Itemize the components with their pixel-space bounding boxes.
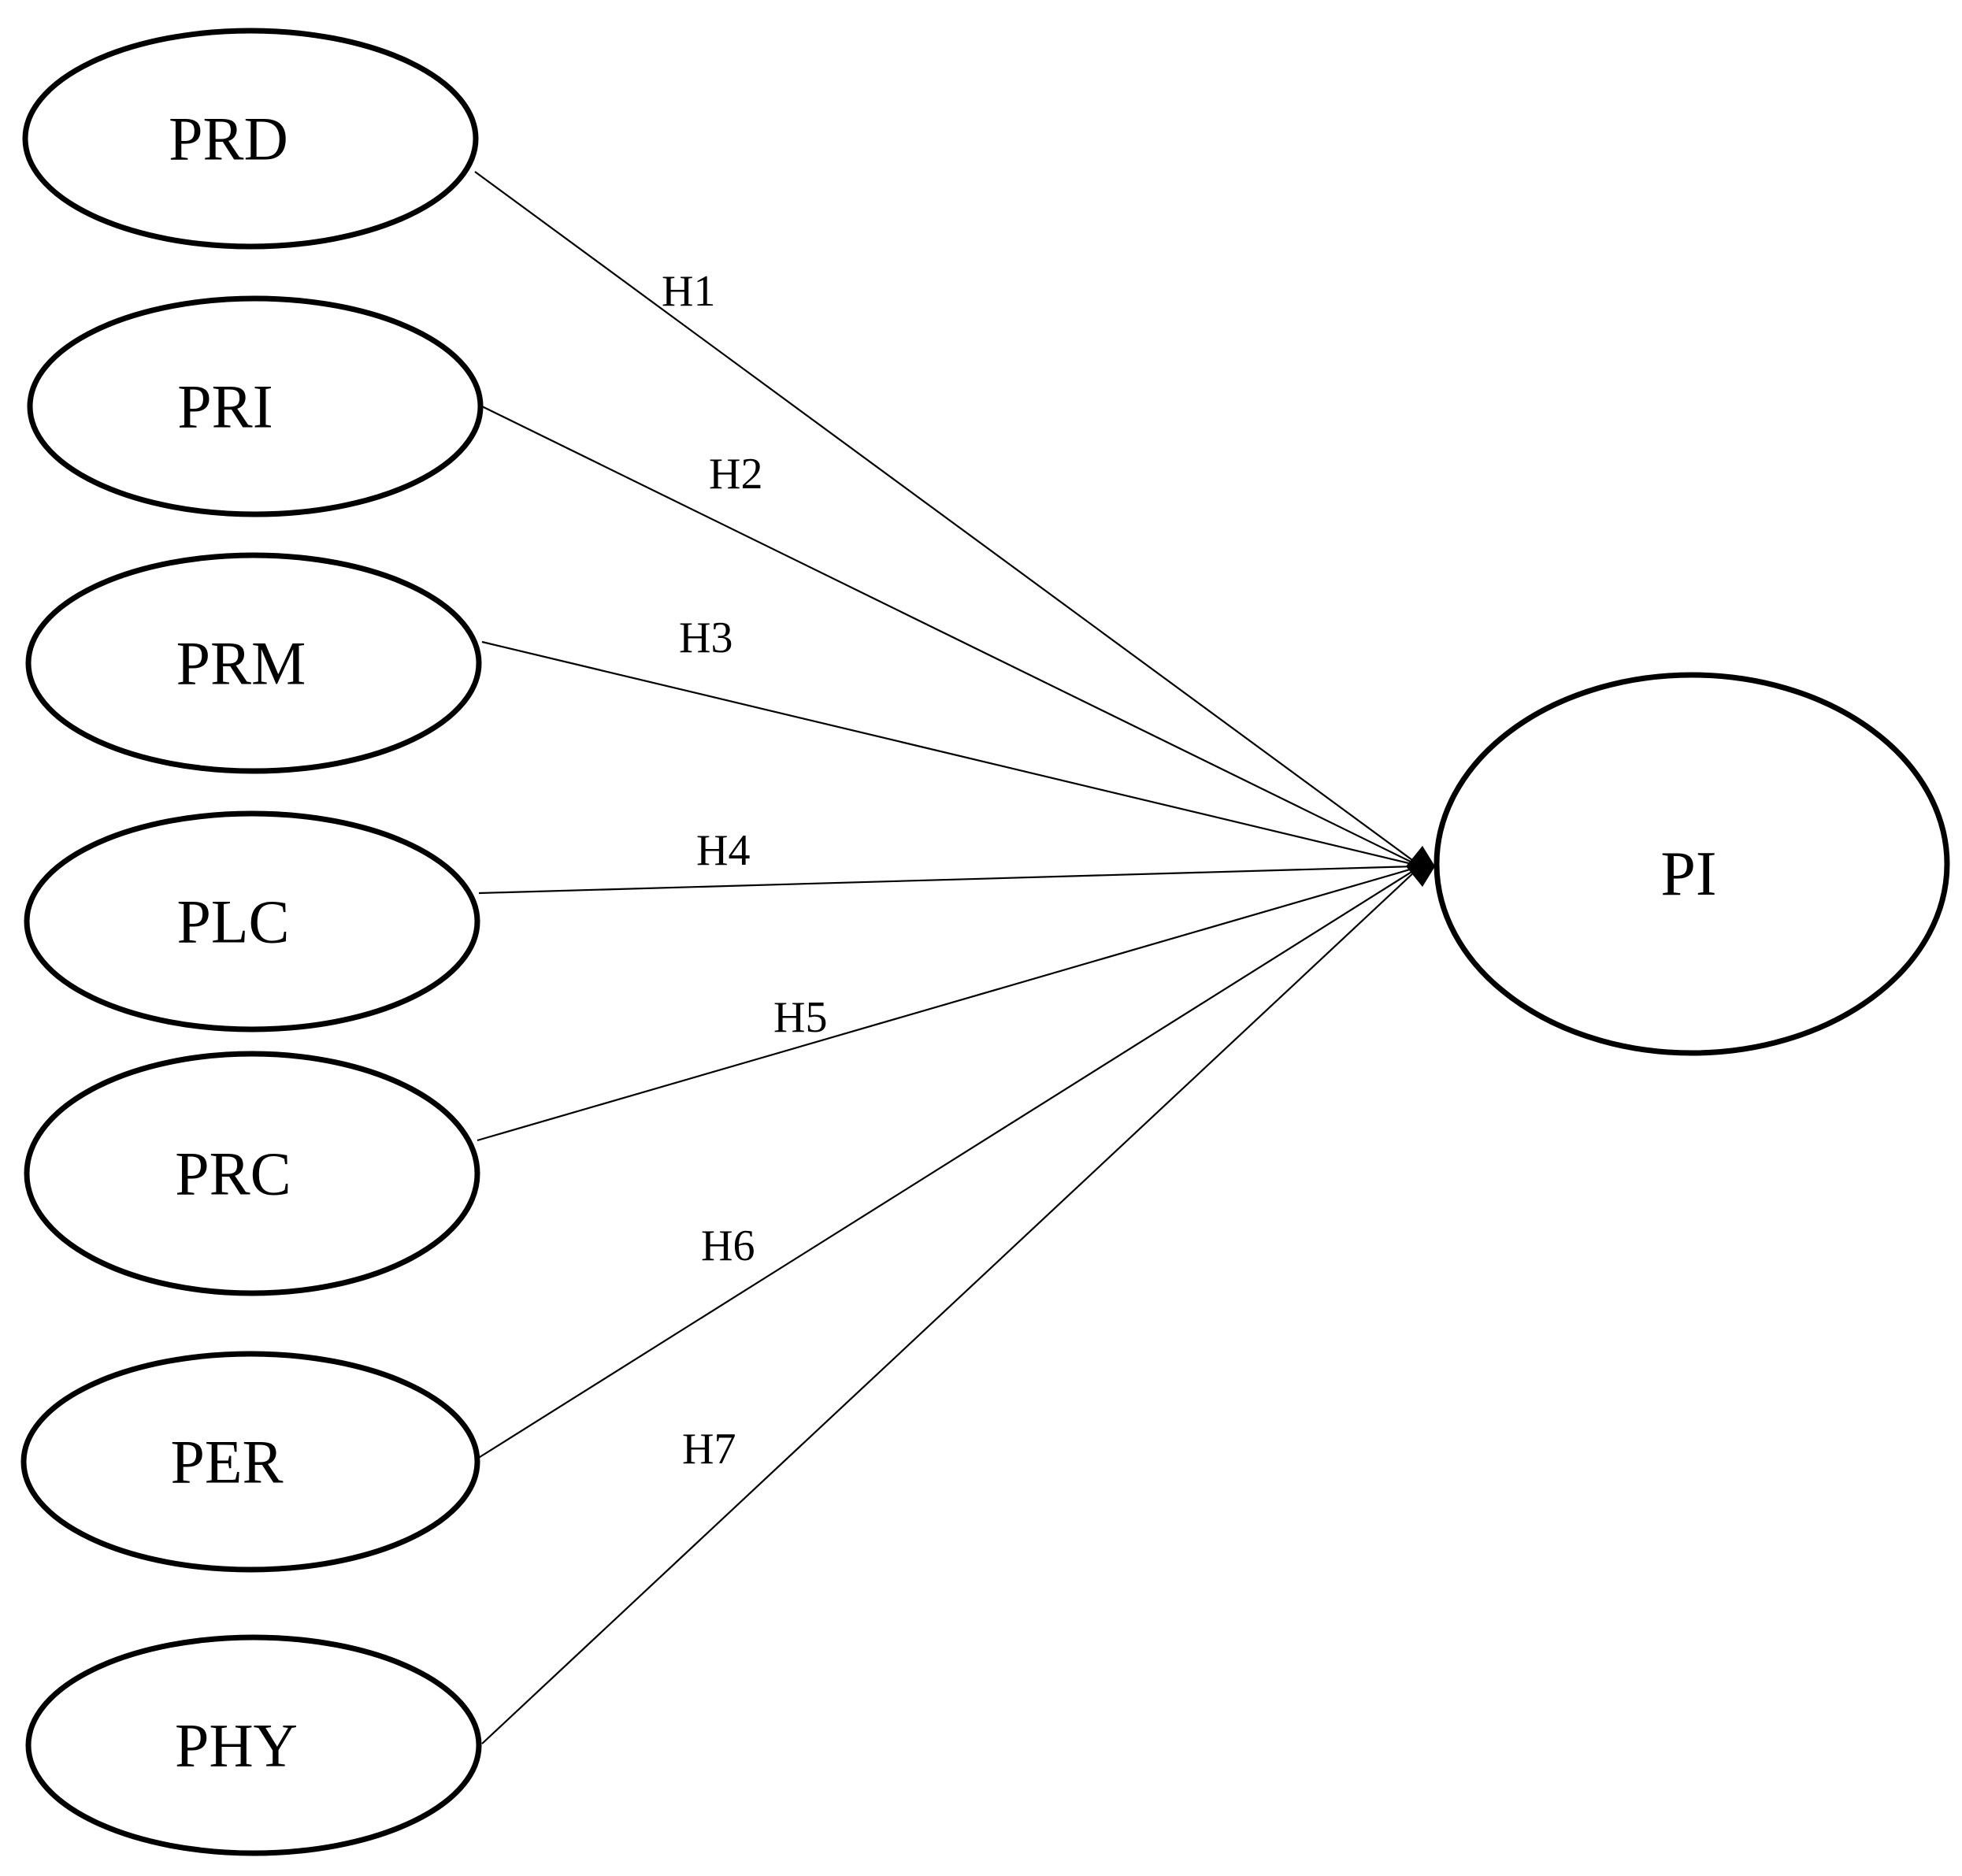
construct-phy: PHY bbox=[25, 1634, 482, 1856]
construct-pi-ellipse bbox=[1433, 672, 1950, 1056]
construct-pri: PRI bbox=[27, 295, 484, 517]
arrow-head bbox=[1406, 846, 1435, 887]
path-label-h4: H4 bbox=[696, 826, 750, 875]
hypothesis-paths bbox=[474, 171, 1435, 1744]
path-label-h5: H5 bbox=[773, 993, 827, 1042]
path-label-h7: H7 bbox=[682, 1425, 736, 1474]
hypothesis-labels: H1 H2 H3 H4 H5 H6 H7 bbox=[662, 267, 827, 1474]
path-label-h3: H3 bbox=[679, 614, 733, 662]
construct-pri-ellipse bbox=[27, 295, 484, 517]
path-h6 bbox=[477, 869, 1416, 1459]
path-label-h2: H2 bbox=[709, 450, 762, 499]
construct-prc-ellipse bbox=[24, 1051, 480, 1296]
path-h5 bbox=[477, 866, 1416, 1142]
construct-per: PER bbox=[20, 1351, 480, 1573]
construct-per-label: PER bbox=[170, 1428, 283, 1496]
construct-phy-label: PHY bbox=[175, 1711, 298, 1780]
path-h1 bbox=[474, 171, 1416, 863]
construct-prd: PRD bbox=[22, 28, 479, 250]
construct-pri-label: PRI bbox=[177, 373, 273, 441]
construct-prm: PRM bbox=[25, 552, 482, 774]
path-label-h1: H1 bbox=[662, 267, 715, 316]
path-h7 bbox=[481, 870, 1416, 1744]
path-h4 bbox=[478, 865, 1416, 895]
construct-prm-label: PRM bbox=[176, 629, 306, 698]
path-h3 bbox=[481, 640, 1416, 866]
construct-plc-label: PLC bbox=[176, 888, 289, 956]
path-label-h6: H6 bbox=[701, 1222, 755, 1270]
construct-plc: PLC bbox=[24, 810, 480, 1033]
construct-prd-label: PRD bbox=[169, 105, 288, 173]
construct-phy-ellipse bbox=[25, 1634, 482, 1856]
construct-prc-label: PRC bbox=[175, 1140, 291, 1208]
construct-prc: PRC bbox=[24, 1051, 480, 1296]
construct-prm-ellipse bbox=[25, 552, 482, 774]
construct-prd-ellipse bbox=[22, 28, 479, 250]
construct-per-ellipse bbox=[20, 1351, 480, 1573]
construct-pi-label: PI bbox=[1660, 840, 1716, 909]
construct-plc-ellipse bbox=[24, 810, 480, 1033]
path-h2 bbox=[481, 406, 1416, 865]
construct-pi: PI bbox=[1433, 672, 1950, 1056]
